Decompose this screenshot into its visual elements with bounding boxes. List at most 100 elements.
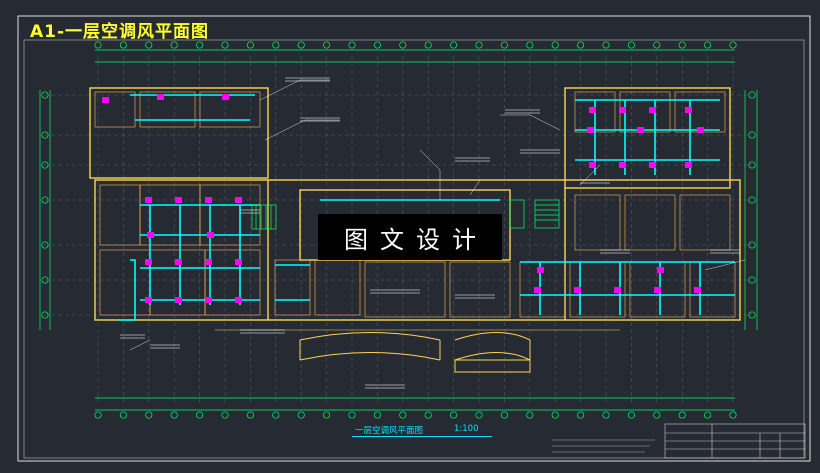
air-terminal [145, 259, 152, 265]
air-terminal [697, 127, 704, 133]
room-outline [449, 261, 511, 318]
axis-bubble [196, 41, 204, 49]
axis-bubble [41, 241, 49, 249]
axis-bubble [500, 411, 508, 419]
axis-bubble [41, 311, 49, 319]
axis-bubble [323, 411, 331, 419]
air-terminal [657, 267, 664, 273]
air-terminal [589, 162, 596, 168]
air-terminal [175, 297, 182, 303]
axis-bubble [526, 411, 534, 419]
room-outline [574, 194, 621, 251]
air-terminal [537, 267, 544, 273]
room-outline [364, 261, 446, 318]
axis-bubble [602, 41, 610, 49]
axis-bubble [748, 131, 756, 139]
air-terminal [685, 162, 692, 168]
plan-caption: 一层空调风平面图 [355, 426, 424, 436]
room-outline [204, 249, 261, 316]
axis-bubble [450, 411, 458, 419]
axis-bubble [41, 131, 49, 139]
axis-bubble [94, 411, 102, 419]
room-outline [94, 91, 136, 128]
room-outline [274, 259, 311, 316]
air-terminal [205, 197, 212, 203]
axis-bubble [196, 411, 204, 419]
stair-symbols [251, 199, 560, 230]
axis-bubble [221, 41, 229, 49]
air-terminal [614, 287, 621, 293]
axis-bubble [653, 41, 661, 49]
air-terminal [207, 232, 214, 238]
sheet-inner-frame [23, 39, 805, 459]
axis-bubble [221, 411, 229, 419]
air-terminal [235, 297, 242, 303]
dimension-lines [39, 49, 758, 411]
axis-bubble [577, 41, 585, 49]
room-outline [99, 249, 151, 316]
room-outline [199, 184, 261, 246]
axis-bubble [748, 241, 756, 249]
air-terminal [649, 107, 656, 113]
axis-bubble [551, 41, 559, 49]
room-outline [314, 259, 361, 316]
air-terminal [175, 197, 182, 203]
air-terminal [685, 107, 692, 113]
axis-bubble [627, 411, 635, 419]
axis-bubble [526, 41, 534, 49]
air-terminal [619, 162, 626, 168]
axis-bubble [424, 41, 432, 49]
notes-block [552, 439, 655, 453]
air-terminal [619, 107, 626, 113]
axis-bubble [551, 411, 559, 419]
title-block [664, 423, 806, 459]
axis-bubble [246, 411, 254, 419]
air-terminals [102, 94, 704, 303]
air-terminal [147, 232, 154, 238]
axis-bubble [475, 411, 483, 419]
axis-bubble [246, 41, 254, 49]
room-outline [624, 194, 676, 251]
axis-bubble [348, 411, 356, 419]
axis-bubble [94, 41, 102, 49]
axis-bubble [41, 276, 49, 284]
air-terminal [574, 287, 581, 293]
axis-bubble [41, 161, 49, 169]
air-terminal [145, 297, 152, 303]
axis-bubble [500, 41, 508, 49]
axis-bubble [373, 41, 381, 49]
room-outline [99, 184, 141, 246]
air-terminal [637, 127, 644, 133]
axis-bubble [145, 41, 153, 49]
axis-bubble [577, 411, 585, 419]
axis-bubble [678, 41, 686, 49]
air-terminal [587, 127, 594, 133]
air-terminal [649, 162, 656, 168]
room-outline [679, 194, 731, 251]
watermark-label: 图文设计 [318, 214, 502, 260]
air-terminal [157, 94, 164, 100]
building-walls [89, 87, 741, 321]
axis-bubble [653, 411, 661, 419]
axis-bubble [704, 411, 712, 419]
axis-bubble [272, 411, 280, 419]
axis-bubble [729, 411, 737, 419]
room-outline [139, 91, 196, 128]
air-terminal [102, 97, 109, 103]
axis-bubble [678, 411, 686, 419]
air-terminal [654, 287, 661, 293]
axis-bubble [323, 41, 331, 49]
axis-bubble [41, 196, 49, 204]
axis-bubble [627, 41, 635, 49]
axis-bubble [748, 311, 756, 319]
axis-bubble [170, 411, 178, 419]
axis-bubble [748, 161, 756, 169]
axis-bubble [475, 41, 483, 49]
caption-underline [352, 436, 492, 437]
room-outline [619, 91, 671, 133]
annotation-leaders [129, 79, 746, 351]
air-terminal [694, 287, 701, 293]
axis-bubble [602, 411, 610, 419]
